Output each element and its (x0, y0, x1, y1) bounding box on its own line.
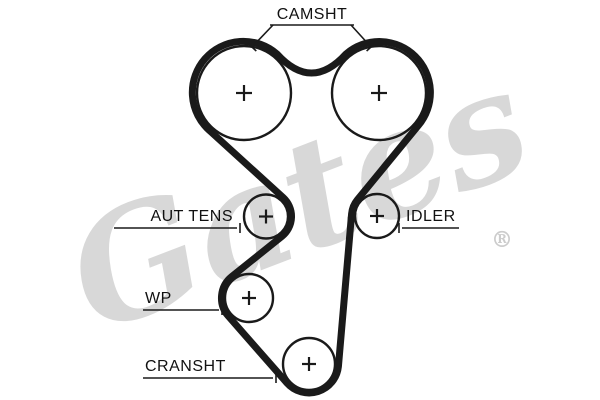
registered-trademark-icon: ® (491, 227, 513, 253)
camshaft-pulley-right (330, 44, 428, 142)
label-crankshaft: CRANSHT (145, 358, 226, 375)
camshaft-pulley-left (195, 44, 293, 142)
camshaft-leader-left-tick (247, 42, 257, 52)
water-pump-pulley (223, 272, 275, 324)
labels: CAMSHT AUT TENS IDLER WP CRANSHT (145, 6, 456, 375)
label-water-pump: WP (145, 290, 172, 307)
plus-marker-camshaft-left (236, 85, 252, 101)
camshaft-leader-left (251, 24, 274, 48)
plus-marker-tensioner (259, 209, 273, 224)
callout-lines (114, 24, 459, 383)
label-idler: IDLER (406, 208, 456, 225)
label-camshaft: CAMSHT (277, 6, 348, 23)
label-tensioner: AUT TENS (150, 208, 233, 225)
plus-marker-water-pump (242, 291, 256, 305)
pulley-center-markers (236, 85, 387, 371)
camshaft-leader-right (350, 24, 372, 48)
idler-pulley (353, 192, 401, 240)
crankshaft-pulley (281, 336, 337, 392)
plus-marker-camshaft-right (371, 85, 387, 101)
watermark-group: Gates ® (45, 33, 551, 367)
camshaft-leader-right-tick (366, 42, 376, 52)
tensioner-pulley (242, 193, 290, 240)
plus-marker-crankshaft (302, 357, 316, 371)
plus-marker-idler (370, 209, 384, 223)
gates-watermark: Gates (45, 33, 551, 367)
timing-belt-path (188, 37, 434, 397)
